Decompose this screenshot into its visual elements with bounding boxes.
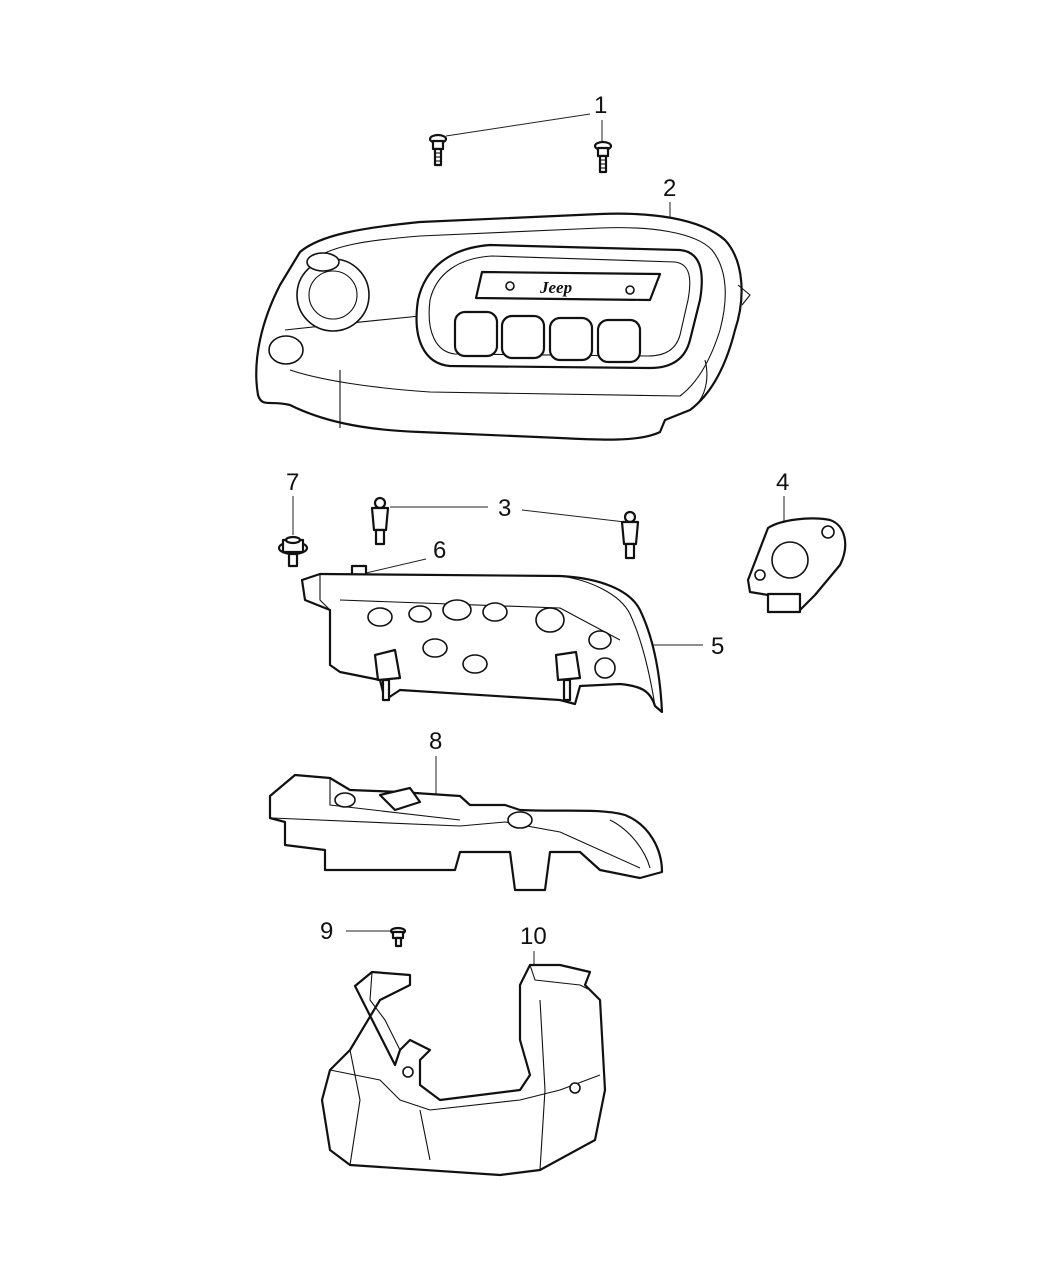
callout-4: 4 <box>776 469 789 496</box>
part-5-heat-shield <box>300 572 664 714</box>
part-4-bracket <box>746 517 847 614</box>
callout-3: 3 <box>498 495 511 522</box>
part-8-lower-shield <box>268 773 664 892</box>
callout-9: 9 <box>320 918 333 945</box>
part-3-pin-left <box>370 496 390 546</box>
callout-6: 6 <box>433 537 446 564</box>
callout-8: 8 <box>429 728 442 755</box>
callout-2: 2 <box>663 175 676 202</box>
part-1-bolt-right <box>593 140 613 174</box>
part-3-pin-right <box>620 510 640 560</box>
part-2-engine-cover: Jeep <box>255 212 751 441</box>
callout-1: 1 <box>594 92 607 119</box>
part-10-bottom-shield <box>320 963 607 1177</box>
leader-lines <box>292 113 785 980</box>
callout-5: 5 <box>711 633 724 660</box>
callout-7: 7 <box>286 469 299 496</box>
part-7-fastener <box>277 535 309 568</box>
jeep-logo: Jeep <box>539 278 572 297</box>
part-9-bolt <box>389 926 407 948</box>
callout-10: 10 <box>520 923 547 950</box>
part-1-bolt-left <box>428 133 448 167</box>
